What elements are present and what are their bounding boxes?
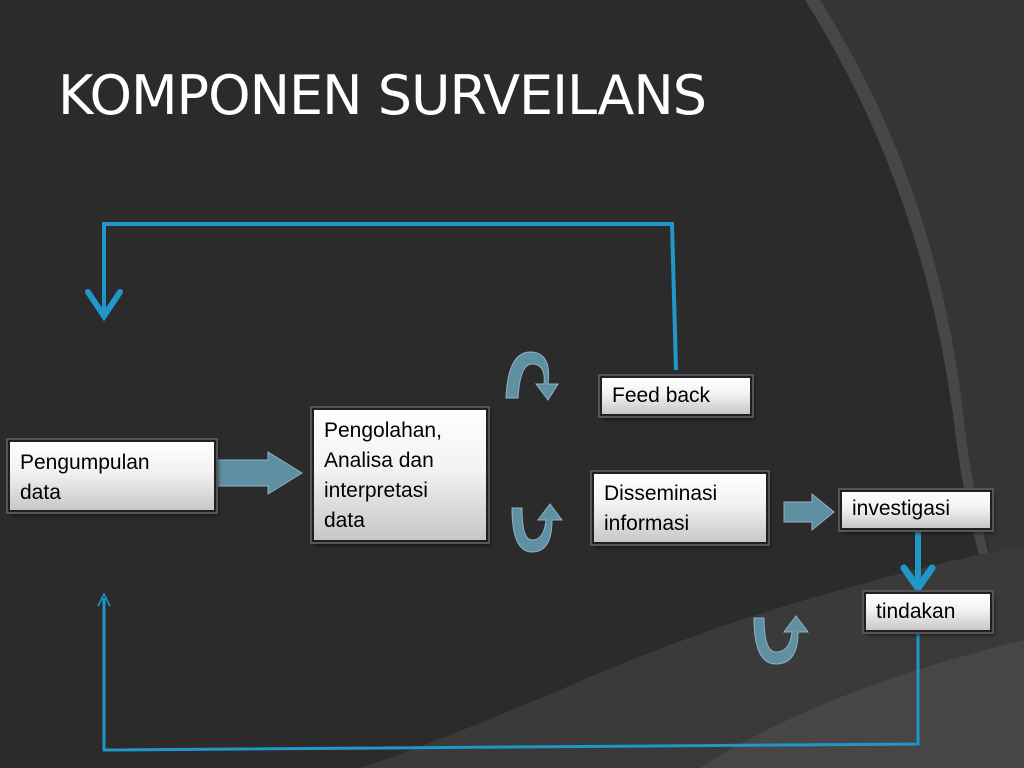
node-tindakan: tindakan <box>864 592 992 632</box>
arrow-investigasi-to-tindakan-head <box>900 564 936 595</box>
node-pengolahan-analisa: Pengolahan, Analisa dan interpretasi dat… <box>312 408 488 542</box>
arrow-disseminasi-to-investigasi <box>783 492 835 532</box>
arrow-pengumpulan-to-pengolahan <box>215 451 303 495</box>
feedback-loop-line <box>102 222 678 371</box>
return-loop-line <box>102 598 920 752</box>
return-loop-arrowhead <box>97 592 111 607</box>
node-pengumpulan-data: Pengumpulan data <box>8 440 216 512</box>
curved-arrow-to-disseminasi <box>511 503 563 553</box>
feedback-loop-arrowhead <box>85 289 123 322</box>
node-feed-back: Feed back <box>600 376 752 416</box>
node-investigasi: investigasi <box>840 490 992 530</box>
page-title: KOMPONEN SURVEILANS <box>58 64 707 127</box>
node-disseminasi-informasi: Disseminasi informasi <box>592 472 768 544</box>
curved-arrow-to-feedback <box>505 351 559 401</box>
curved-arrow-near-tindakan <box>753 615 809 665</box>
